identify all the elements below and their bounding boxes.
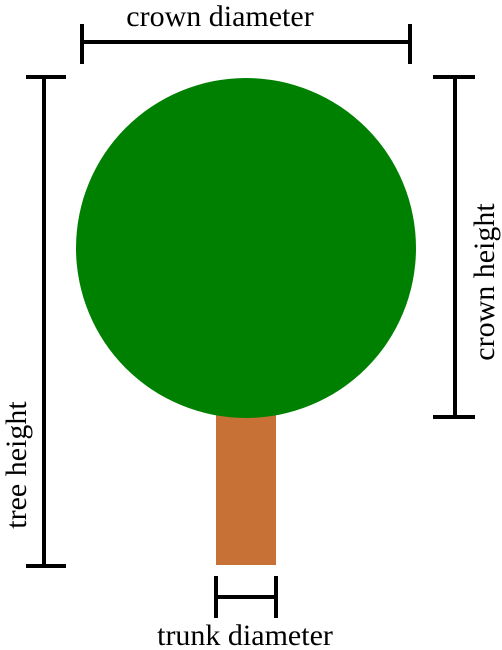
tree-height-dimension	[26, 75, 66, 568]
crown-diameter-label: crown diameter	[126, 0, 313, 33]
trunk-diameter-dimension	[214, 576, 278, 618]
tree-height-label: tree height	[0, 401, 33, 529]
trunk-shape	[216, 408, 276, 565]
crown-shape	[76, 78, 416, 418]
crown-diameter-dimension	[80, 24, 412, 64]
trunk-diameter-label: trunk diameter	[157, 619, 333, 650]
crown-height-dimension	[433, 75, 475, 419]
crown-height-label: crown height	[468, 203, 501, 361]
